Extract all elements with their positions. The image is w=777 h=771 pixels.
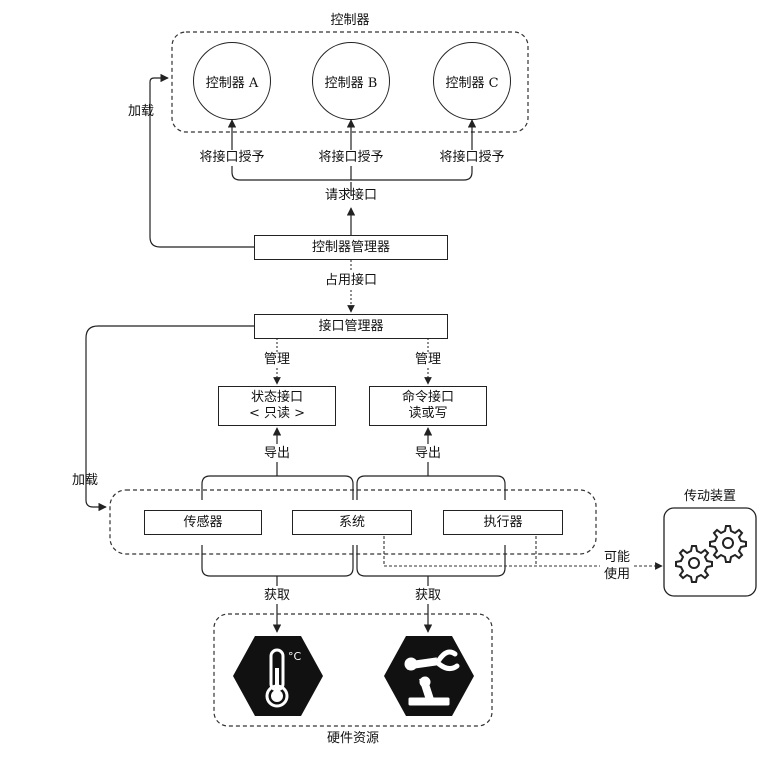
may-use-label-line2: 使用 (603, 567, 630, 582)
component-actuator-label: 执行器 (483, 514, 523, 530)
command-interface-box[interactable]: 命令接口 读或写 (369, 386, 487, 426)
thermometer-icon: °C (233, 636, 323, 716)
actuator-device-title: 传动装置 (683, 489, 736, 504)
temperature-unit-glyph: °C (288, 650, 302, 663)
grant-interface-label-c: 将接口授予 (439, 150, 505, 165)
occupy-interface-label: 占用接口 (324, 273, 377, 288)
state-interface-box[interactable]: 状态接口 < 只读 > (218, 386, 336, 426)
controller-manager-box[interactable]: 控制器管理器 (254, 235, 448, 260)
controller-c-node[interactable]: 控制器 C (433, 42, 511, 120)
request-interface-label: 请求接口 (324, 188, 377, 203)
acquire-label-left: 获取 (263, 588, 290, 603)
component-sensor-box[interactable]: 传感器 (144, 510, 262, 535)
controller-b-label: 控制器 B (324, 75, 378, 91)
robot-arm-icon (384, 636, 474, 716)
controllers-group-title: 控制器 (330, 13, 370, 28)
component-actuator-box[interactable]: 执行器 (443, 510, 563, 535)
state-interface-title: 状态接口 (250, 390, 303, 405)
controller-c-label: 控制器 C (445, 75, 499, 91)
command-interface-mode: 读或写 (408, 406, 448, 421)
state-interface-mode: < 只读 > (248, 406, 306, 421)
load-label-top: 加载 (127, 104, 154, 119)
acquire-label-right: 获取 (414, 588, 441, 603)
interface-manager-box[interactable]: 接口管理器 (254, 314, 448, 339)
load-label-left: 加载 (71, 473, 98, 488)
command-interface-title: 命令接口 (401, 390, 454, 405)
controller-b-node[interactable]: 控制器 B (312, 42, 390, 120)
gears-icon (675, 525, 747, 583)
controller-a-node[interactable]: 控制器 A (193, 42, 271, 120)
export-label-right: 导出 (414, 446, 441, 461)
hardware-resources-title: 硬件资源 (326, 731, 379, 746)
component-system-label: 系统 (338, 514, 365, 530)
manage-label-right: 管理 (414, 352, 441, 367)
interface-manager-label: 接口管理器 (318, 318, 384, 334)
manage-label-left: 管理 (263, 352, 290, 367)
controller-a-label: 控制器 A (205, 75, 259, 91)
controller-manager-label: 控制器管理器 (311, 239, 390, 255)
controllers-group-border (171, 31, 529, 133)
may-use-label-line1: 可能 (603, 550, 630, 565)
grant-interface-label-b: 将接口授予 (318, 150, 384, 165)
grant-interface-label-a: 将接口授予 (199, 150, 265, 165)
component-sensor-label: 传感器 (183, 514, 223, 530)
component-system-box[interactable]: 系统 (292, 510, 412, 535)
export-label-left: 导出 (263, 446, 290, 461)
